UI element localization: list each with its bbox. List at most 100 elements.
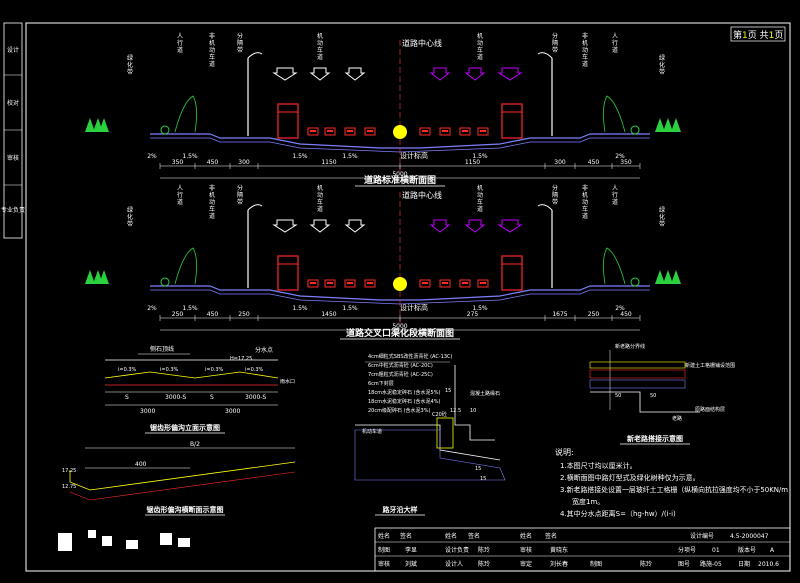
zone-label-1-char: 道	[177, 46, 183, 54]
center-light	[393, 277, 407, 291]
tree-left-2	[99, 270, 109, 284]
standard-cross-section: 道路中心线设计标高绿化带人行道非机动车道分隔带机动车道机动车道分隔带非机动车道人…	[85, 32, 681, 179]
zone-label-1-char: 道	[177, 198, 183, 206]
zone-label-7-char: 非	[582, 184, 588, 192]
zone-label-2-char: 车	[209, 53, 215, 61]
ditch-dim-4: 3000	[140, 408, 155, 415]
notes-heading: 说明:	[555, 447, 574, 457]
shrub-left	[160, 277, 170, 287]
old-road-label-1: 新建土工格栅铺设范围	[685, 362, 735, 369]
ditch-grade-2: i=0.3%	[205, 367, 224, 373]
lamp-right-arm	[537, 204, 553, 211]
curb-layer-6: 20cm级配碎石 (含水泥3%)	[368, 407, 430, 414]
zone-label-9-char: 化	[659, 213, 665, 221]
zone-label-4-char: 车	[317, 46, 323, 54]
curb-layer-1: 6cm中粒式沥青砼 (AC-20C)	[368, 362, 433, 369]
zone-label-3: 分隔带	[237, 32, 243, 54]
zone-label-2-char: 车	[209, 205, 215, 213]
ditch-cross-detail: B/2 400 17.25 12.75 锯齿形偏沟横断面示意图	[62, 441, 296, 516]
tb-r2-9: A	[770, 547, 775, 554]
tree-right-2	[671, 118, 681, 132]
tb-r2-5: 黄晓东	[550, 546, 568, 554]
tb-r3-10: 日期	[738, 560, 750, 568]
curb-label-n0: 15	[445, 388, 451, 394]
ditch-cross-dim-0: B/2	[190, 441, 200, 448]
tb-r2-8: 版本号	[738, 546, 756, 554]
tree-right-1	[663, 270, 673, 284]
truck-right	[501, 255, 523, 291]
intersection-cross-section: 道路中心线设计标高绿化带人行道非机动车道分隔带机动车道机动车道分隔带非机动车道人…	[85, 184, 681, 331]
zone-label-5-char: 机	[477, 184, 483, 192]
car-right-3	[477, 279, 489, 288]
curb-detail: 机动车道 C20砼 混凝土路缘石 12.5 10 15 15 15 路牙沿大样 …	[354, 353, 506, 516]
car-left-3-window	[367, 130, 373, 132]
zone-label-3-char: 带	[237, 46, 243, 54]
slope-3: 1.5%	[342, 153, 358, 160]
tb-r1-5: 签名	[545, 532, 557, 540]
curb-label-n4: 15	[480, 476, 486, 482]
zone-label-3: 分隔带	[237, 184, 243, 206]
dim-4: 1150	[465, 159, 480, 166]
truck-right	[501, 103, 523, 139]
car-left-1	[324, 279, 336, 288]
zone-label-5-char: 动	[477, 192, 483, 199]
old-new-road-detail: 新老路分界线 新建土工格栅铺设范围 50 50 老路 原路面结构层 新老路搭接示…	[589, 343, 735, 445]
arrow-left-2	[344, 219, 366, 233]
car-right-2	[459, 279, 471, 288]
zone-label-9: 绿化带	[659, 206, 665, 228]
ditch-dim-h: H=17.25	[230, 356, 252, 362]
zone-label-0-char: 带	[127, 220, 133, 228]
zone-label-6: 分隔带	[552, 184, 558, 206]
palm-right	[603, 95, 626, 133]
lamp-right-arm	[537, 52, 553, 59]
zone-label-8-char: 行	[612, 191, 618, 199]
arrow-left-0	[272, 67, 298, 81]
car-right-2-window	[462, 130, 468, 132]
arrow-left-1	[309, 67, 331, 81]
section2-title: 道路交叉口渠化段横断面图	[346, 327, 454, 339]
dim-5: 1675	[552, 311, 567, 318]
zone-label-4: 机动车道	[317, 184, 323, 213]
ditch-label-divide: 分水点	[255, 346, 273, 354]
palm-left	[174, 95, 197, 133]
zone-label-4-char: 道	[317, 205, 323, 213]
zone-label-6-char: 带	[552, 198, 558, 206]
tb-r2-0: 制图	[378, 546, 390, 554]
ditch-dim-3: 3000-S	[245, 394, 266, 401]
notes: 说明: 1.本图尺寸均以厘米计。 2.横断面图中路灯型式及绿化树种仅为示意。 3…	[555, 447, 788, 518]
old-road-dim-1: 50	[650, 393, 656, 399]
slope-5: 2%	[615, 305, 625, 312]
old-road-title: 新老路搭接示意图	[627, 434, 683, 443]
shrub-right	[630, 125, 640, 135]
car-left-2	[344, 127, 356, 136]
note-1: 2.横断面图中路灯型式及绿化树种仅为示意。	[560, 473, 700, 482]
zone-label-7-char: 车	[582, 205, 588, 213]
old-road-label-0: 新老路分界线	[615, 343, 645, 350]
zone-label-8: 人行道	[612, 185, 618, 206]
car-left-0-window	[310, 130, 316, 132]
arrow-left-2	[344, 67, 366, 81]
shrub-left	[160, 125, 170, 135]
car-left-1-window	[327, 282, 333, 284]
car-left-0	[307, 127, 319, 136]
zone-label-8-char: 人	[612, 33, 618, 40]
ditch-cross-dim-2: 17.25	[62, 468, 76, 474]
slope-2: 1.5%	[292, 305, 308, 312]
tb-r2-4: 审核	[520, 546, 532, 554]
palm-right	[603, 247, 626, 285]
zone-label-1: 人行道	[177, 185, 183, 206]
zone-label-7-char: 非	[582, 32, 588, 40]
zone-label-9-char: 带	[659, 220, 665, 228]
dim-2: 300	[238, 159, 250, 166]
car-left-1-window	[327, 130, 333, 132]
tb-r2-1: 李显	[405, 546, 417, 554]
car-right-2	[459, 127, 471, 136]
curb-label-n2: 10	[470, 408, 476, 414]
zone-label-5-char: 动	[477, 40, 483, 47]
arrow-right-1	[464, 219, 486, 233]
car-right-3-window	[480, 130, 486, 132]
zone-label-9-char: 化	[659, 61, 665, 69]
